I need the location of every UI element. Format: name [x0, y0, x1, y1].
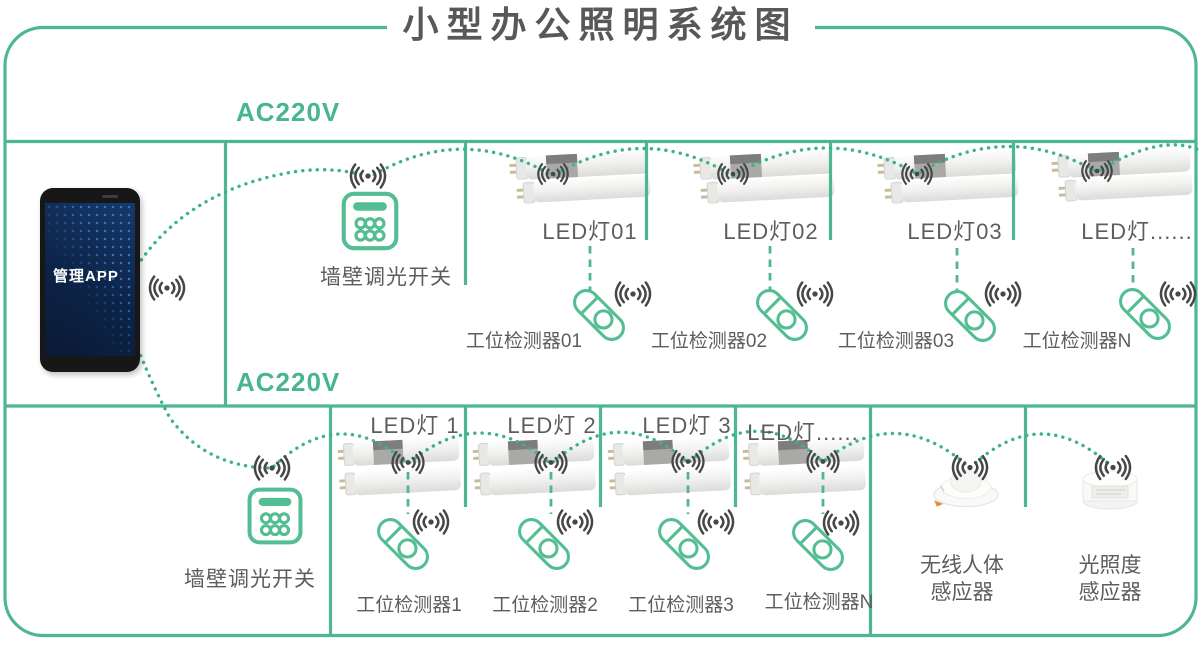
phone-screen: 管理APP: [45, 203, 135, 356]
detector-label-bottom-1: 工位检测器1: [356, 595, 462, 616]
wall-dimmer-switch-bottom: [245, 486, 305, 546]
ac220v-label-top: AC220V: [236, 97, 341, 127]
ac220v-label-bottom: AC220V: [236, 367, 341, 397]
wireless-mesh-top: [118, 143, 1201, 300]
lamp-wifi-icon-bottom-4: [803, 447, 843, 476]
phone-speaker: [102, 195, 118, 198]
detector-wifi-icon-top-3: [981, 278, 1025, 310]
human-sensor-label-line2: 感应器: [930, 581, 994, 604]
human-sensor-wifi-icon: [948, 451, 992, 484]
lamp-wifi-icon-bottom-1: [388, 448, 428, 477]
management-phone: 管理APP: [40, 188, 140, 372]
wall-dimmer-switch-top: [340, 190, 400, 252]
lux-sensor-label-line1: 光照度: [1078, 554, 1142, 577]
human-sensor-label: 无线人体 感应器: [902, 552, 1022, 606]
lamp-wifi-icon-top-4: [1078, 157, 1116, 185]
detector-label-bottom-2: 工位检测器2: [492, 595, 598, 616]
lamp-wifi-icon-top-1: [534, 160, 572, 188]
phone-wifi-icon: [145, 272, 189, 304]
detector-wifi-icon-top-2: [793, 278, 837, 310]
detector-wifi-icon-bottom-1: [409, 506, 453, 538]
detector-label-top-3: 工位检测器03: [837, 331, 955, 352]
dimmer-wifi-icon-bottom: [250, 452, 294, 484]
lamp-label-bottom-4: LED灯......: [747, 420, 859, 445]
lamp-label-bottom-2: LED灯 2: [507, 413, 597, 438]
led-lamp-top-4: [1048, 144, 1194, 206]
detector-label-top-1: 工位检测器01: [465, 331, 583, 352]
dimmer-wifi-icon-top: [346, 160, 390, 192]
detector-wifi-icon-top-1: [611, 278, 655, 310]
lamp-wifi-icon-top-3: [898, 160, 936, 188]
lamp-wifi-icon-bottom-2: [531, 448, 571, 477]
detector-label-bottom-4: 工位检测器N: [764, 592, 874, 613]
led-lamp-top-1: [506, 146, 652, 208]
lamp-label-bottom-3: LED灯 3: [642, 413, 732, 438]
human-sensor-label-line1: 无线人体: [920, 554, 1004, 577]
detector-wifi-icon-bottom-4: [819, 507, 863, 539]
detector-label-bottom-3: 工位检测器3: [628, 595, 734, 616]
detector-label-top-2: 工位检测器02: [650, 331, 768, 352]
lamp-label-top-3: LED灯03: [907, 219, 1003, 244]
detector-wifi-icon-top-4: [1156, 278, 1200, 310]
management-app-label: 管理APP: [53, 268, 119, 285]
lux-sensor-label-line2: 感应器: [1078, 581, 1142, 604]
lamp-label-bottom-1: LED灯 1: [370, 413, 460, 438]
dimmer-label-top: 墙壁调光开关: [320, 266, 452, 289]
diagram-title: 小型办公照明系统图: [386, 0, 815, 50]
led-lamp-top-3: [874, 146, 1020, 208]
lamp-label-top-4: LED灯......: [1081, 219, 1193, 244]
lux-sensor-label: 光照度 感应器: [1050, 552, 1170, 606]
detector-label-top-4: 工位检测器N: [1022, 331, 1132, 352]
detector-wifi-icon-bottom-2: [553, 506, 597, 538]
lamp-label-top-1: LED灯01: [542, 219, 638, 244]
detector-wifi-icon-bottom-3: [694, 506, 738, 538]
lamp-wifi-icon-bottom-3: [668, 447, 708, 476]
dimmer-label-bottom: 墙壁调光开关: [184, 568, 316, 591]
led-lamp-top-2: [690, 146, 836, 208]
lux-sensor-wifi-icon: [1091, 451, 1135, 484]
lamp-wifi-icon-top-2: [714, 160, 752, 188]
lamp-label-top-2: LED灯02: [723, 219, 819, 244]
